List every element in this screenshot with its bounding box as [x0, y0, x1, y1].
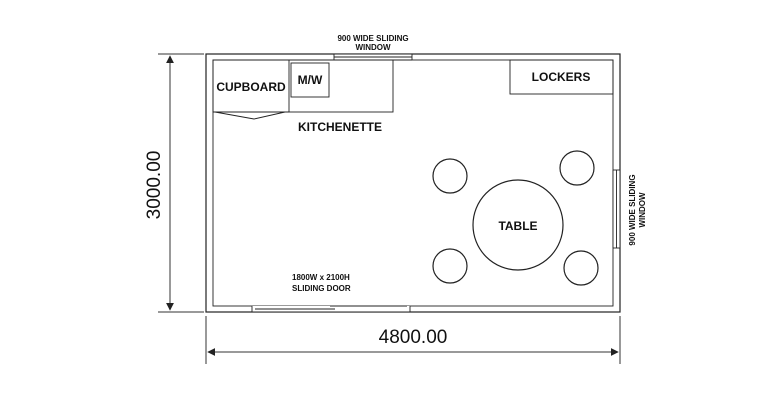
microwave-label: M/W — [298, 73, 323, 87]
right-sliding-window — [612, 169, 621, 249]
lockers-label: LOCKERS — [532, 70, 591, 84]
chair-top-right — [559, 150, 595, 186]
height-dimension — [158, 53, 204, 313]
microwave-box — [290, 62, 330, 98]
width-dimension — [205, 316, 621, 364]
chair-top-left — [432, 158, 468, 194]
door-label-line1: 1800W x 2100H — [292, 273, 350, 282]
top-window-label-line2: WINDOW — [355, 43, 391, 52]
cupboard-box — [212, 59, 290, 113]
table — [472, 179, 564, 271]
width-dimension-label: 4800.00 — [379, 327, 448, 348]
height-dimension-label: 3000.00 — [144, 151, 165, 220]
inner-wall — [212, 59, 614, 307]
chair-bottom-left — [432, 248, 468, 284]
top-window-label-line1: 900 WIDE SLIDING — [337, 34, 408, 43]
chair-bottom-right — [563, 250, 599, 286]
kitchenette-label: KITCHENETTE — [298, 120, 382, 134]
cupboard-door-swing — [214, 111, 286, 120]
cupboard-label: CUPBOARD — [216, 80, 286, 94]
sliding-door — [251, 305, 411, 313]
right-window-label-line1: 900 WIDE SLIDING — [628, 174, 637, 245]
right-window-label-line2: WINDOW — [638, 192, 647, 228]
door-label-line2: SLIDING DOOR — [292, 284, 351, 293]
table-label: TABLE — [498, 219, 537, 233]
top-sliding-window — [333, 53, 413, 61]
lockers-box — [509, 59, 614, 95]
